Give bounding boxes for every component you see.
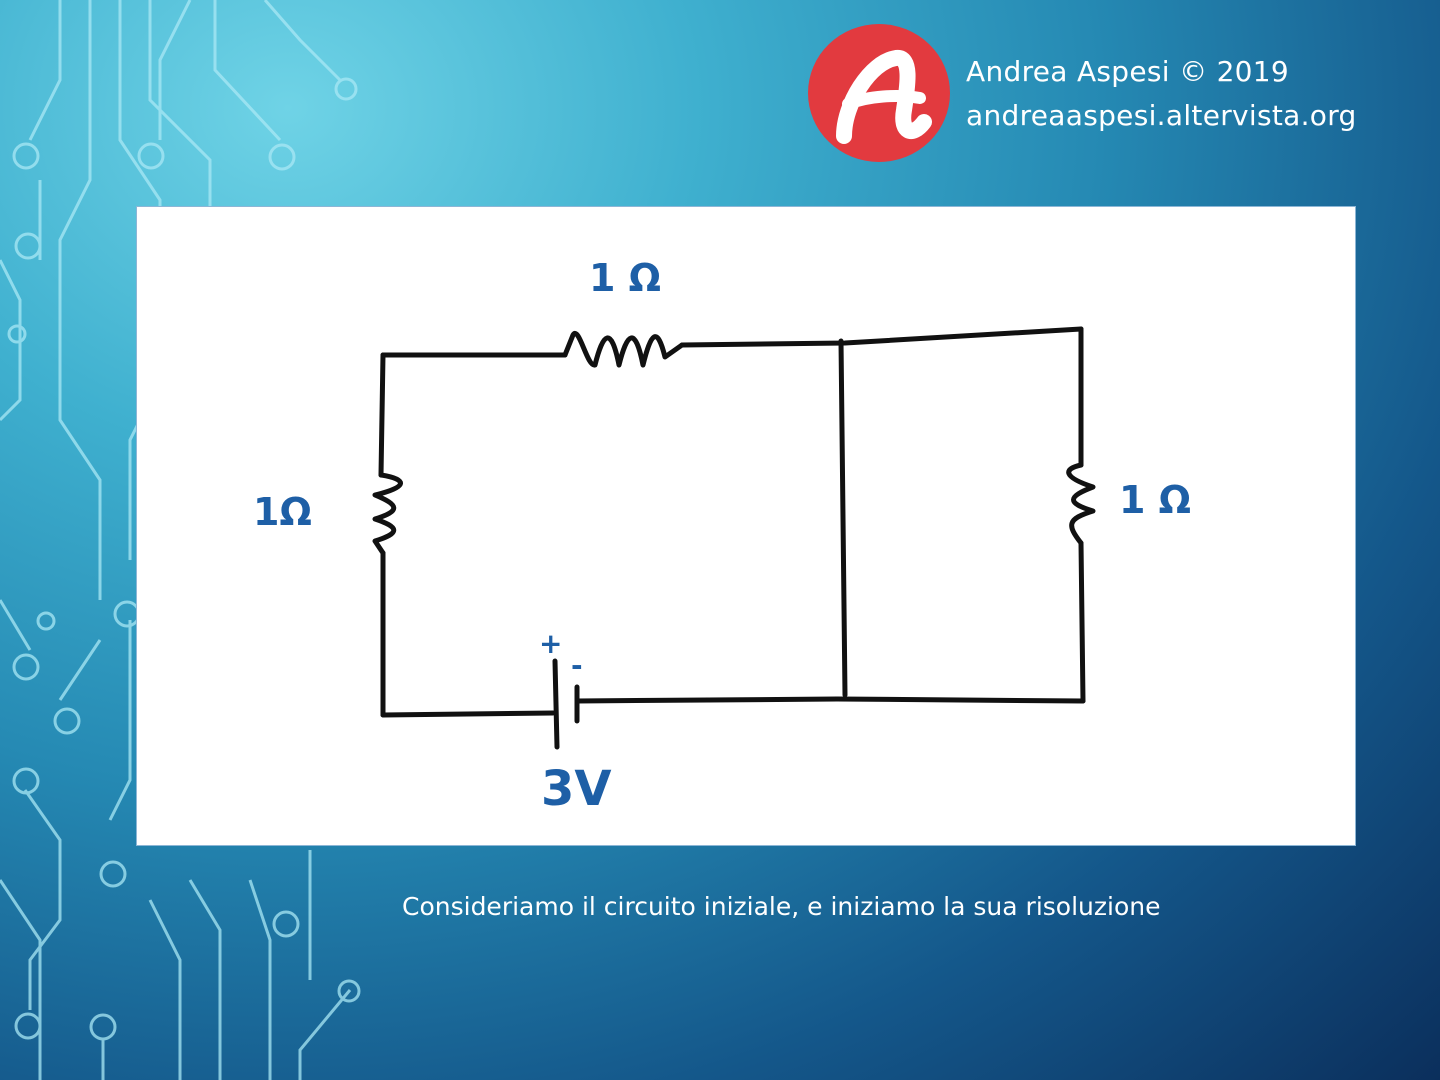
wire-middle-vertical	[838, 338, 848, 698]
label-right-resistor: 1 Ω	[1119, 478, 1191, 522]
label-battery-plus: +	[539, 627, 562, 660]
wire-top-right	[679, 326, 1084, 348]
label-left-resistor: 1Ω	[253, 490, 312, 534]
resistor-left	[372, 472, 403, 556]
resistor-right	[1066, 462, 1096, 546]
author-line: Andrea Aspesi © 2019	[966, 55, 1290, 88]
circuit-diagram-panel: 1 Ω 1Ω 1 Ω + - 3V	[136, 206, 1356, 846]
label-battery-voltage: 3V	[541, 761, 612, 817]
author-credit: Andrea Aspesi © 2019 andreaaspesi.alterv…	[966, 50, 1357, 138]
wire-bottom-left	[380, 710, 556, 718]
label-top-resistor: 1 Ω	[589, 256, 661, 300]
battery-long-plate	[552, 658, 560, 750]
website-link[interactable]: andreaaspesi.altervista.org	[966, 99, 1357, 132]
wire-bottom-right	[574, 696, 1086, 704]
wire-right-lower	[1078, 540, 1086, 704]
resistor-top	[562, 331, 685, 368]
wire-left-upper	[378, 352, 386, 478]
circuit-diagram: 1 Ω 1Ω 1 Ω + - 3V	[253, 256, 1191, 817]
script-a-logo-icon	[808, 24, 950, 162]
slide-caption: Consideriamo il circuito iniziale, e ini…	[402, 892, 1161, 921]
label-battery-minus: -	[571, 649, 583, 682]
